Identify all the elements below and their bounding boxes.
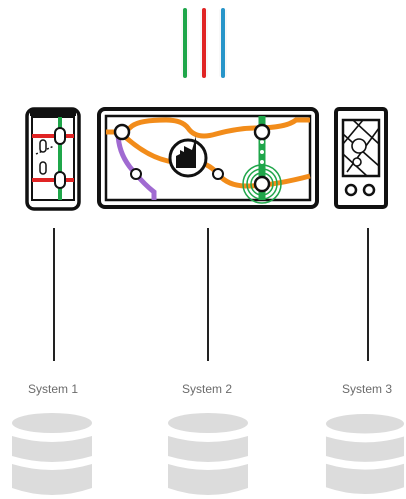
database-icon <box>12 413 92 495</box>
connector-line-2 <box>207 228 209 361</box>
system-3-label: System 3 <box>341 382 392 396</box>
database-icon <box>168 413 248 495</box>
database-icon <box>325 414 405 495</box>
connector-line-1 <box>53 228 55 361</box>
connector-line-3 <box>367 228 369 361</box>
ticket-machine-icon <box>334 107 388 209</box>
system-1-label: System 1 <box>27 382 78 396</box>
phone-map-icon <box>25 107 81 211</box>
transit-lines-icon <box>181 8 227 78</box>
system-2-label: System 2 <box>181 382 232 396</box>
wide-screen-map-icon <box>97 107 319 209</box>
